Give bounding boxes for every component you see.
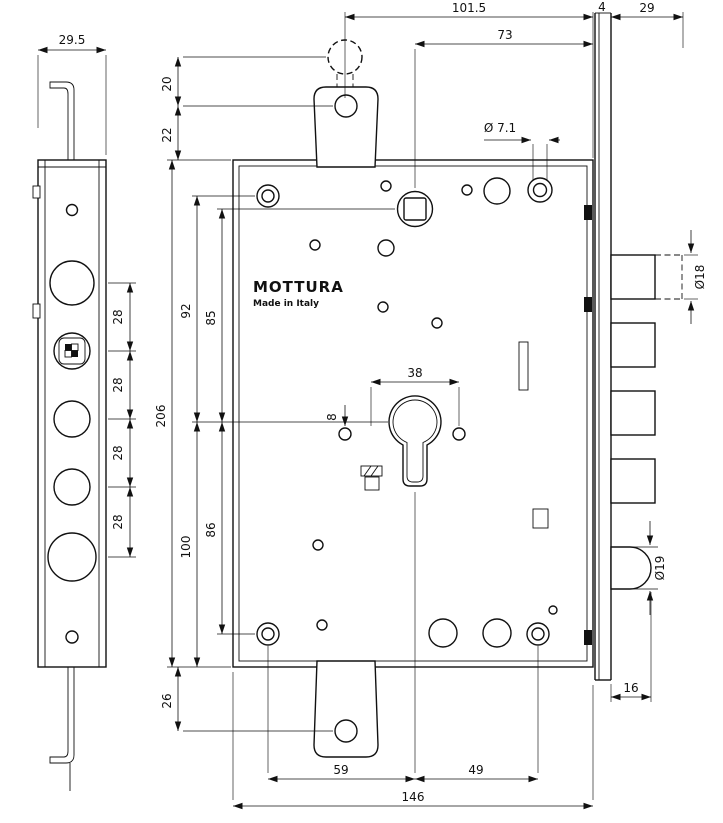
dim-hole-to-cylinder: 92	[179, 303, 193, 318]
edge-notch	[32, 185, 41, 199]
dim-faceplate-width: 29.5	[59, 33, 86, 47]
interior-holes	[256, 177, 558, 648]
dim-hole-to-backplate: 101.5	[452, 1, 486, 15]
bottom-mounting-tab	[313, 660, 379, 758]
dim-bolt-spacing: 28	[111, 514, 125, 529]
edge-notch	[32, 303, 41, 319]
faceplate-body	[37, 159, 107, 668]
dim-fixing-hole-dia: Ø 7.1	[484, 121, 516, 135]
dim-latch-dia: Ø19	[653, 556, 667, 581]
cylinder-screw-hole	[452, 427, 466, 441]
fixing-slot	[584, 630, 592, 645]
top-spring-hook	[49, 81, 75, 160]
brand-origin: Made in Italy	[253, 299, 319, 309]
deadbolt-3	[610, 390, 656, 436]
latch-opening	[47, 532, 97, 582]
dim-cylinder-to-bottom: 100	[179, 536, 193, 559]
dim-spindle-to-backplate: 73	[497, 28, 512, 42]
dim-bolt-spacing: 28	[111, 309, 125, 324]
dim-bottom-span-right: 49	[468, 763, 483, 777]
spindle-square-hole	[403, 197, 427, 221]
bottom-spring-hook	[49, 667, 75, 764]
dim-bolt-throw: 29	[639, 1, 654, 15]
dim-bolt-spacing: 28	[111, 377, 125, 392]
deadbolt-2	[610, 322, 656, 368]
dim-spindle-to-cylinder: 85	[204, 310, 218, 325]
dimensions-bottom: 59 49 146	[232, 492, 594, 810]
forend-strip	[594, 12, 612, 681]
spindle-boss	[396, 190, 434, 228]
stop-component	[360, 465, 383, 491]
top-tab-hole	[334, 94, 358, 118]
fixing-slot	[584, 297, 592, 312]
dimensions-right: Ø 7.1 Ø18 Ø19 16	[484, 121, 707, 702]
latch-bolt	[610, 546, 652, 590]
dim-bottom-tab-offset: 26	[160, 693, 174, 708]
slot	[518, 341, 529, 391]
fixing-hole	[256, 184, 280, 208]
dim-tab-hole-offset: 20	[160, 76, 174, 91]
fixing-hole	[256, 622, 280, 646]
logo-plate	[58, 337, 86, 365]
bolt-opening-3	[53, 400, 91, 438]
bolt-opening-2	[53, 332, 91, 370]
euro-cylinder-hole	[338, 395, 466, 487]
fixing-slot	[584, 205, 592, 220]
dim-bolt-dia: Ø18	[693, 265, 707, 290]
dim-screw-offset: 8	[325, 413, 339, 421]
cylinder-screw-hole	[338, 427, 352, 441]
deadbolt-1	[610, 254, 656, 300]
screw-hole-7-1	[527, 177, 553, 203]
front-view: MOTTURA Made in Italy 38 8	[232, 12, 683, 758]
bolt-opening-4	[53, 468, 91, 506]
dim-plate-gap: 4	[598, 0, 606, 14]
top-mounting-tab	[313, 86, 379, 168]
small-hole	[65, 630, 79, 644]
dim-cylinder-to-hole: 86	[204, 522, 218, 537]
square-window	[532, 508, 549, 529]
dim-body-width: 146	[402, 790, 425, 804]
dim-tab-height: 22	[160, 127, 174, 142]
small-hole	[65, 203, 79, 217]
dim-latch-length: 16	[623, 681, 638, 695]
dim-cylinder-screw-span: 38	[407, 366, 422, 380]
dim-bottom-span-left: 59	[333, 763, 348, 777]
dim-body-height: 206	[154, 405, 168, 428]
side-view: 29.5 28 28 28 28	[32, 33, 136, 791]
dim-bolt-spacing: 28	[111, 445, 125, 460]
bolt-opening-1	[49, 260, 95, 306]
deadbolt-4	[610, 458, 656, 504]
dimensions-top: 101.5 73 4 29	[344, 0, 684, 188]
dimensions-left: 20 22 206 92 100 85 86 26	[154, 56, 395, 732]
fixing-hole	[526, 622, 550, 646]
bottom-tab-hole	[334, 719, 358, 743]
brand-name: MOTTURA	[253, 278, 344, 296]
deadbolts	[610, 254, 683, 504]
